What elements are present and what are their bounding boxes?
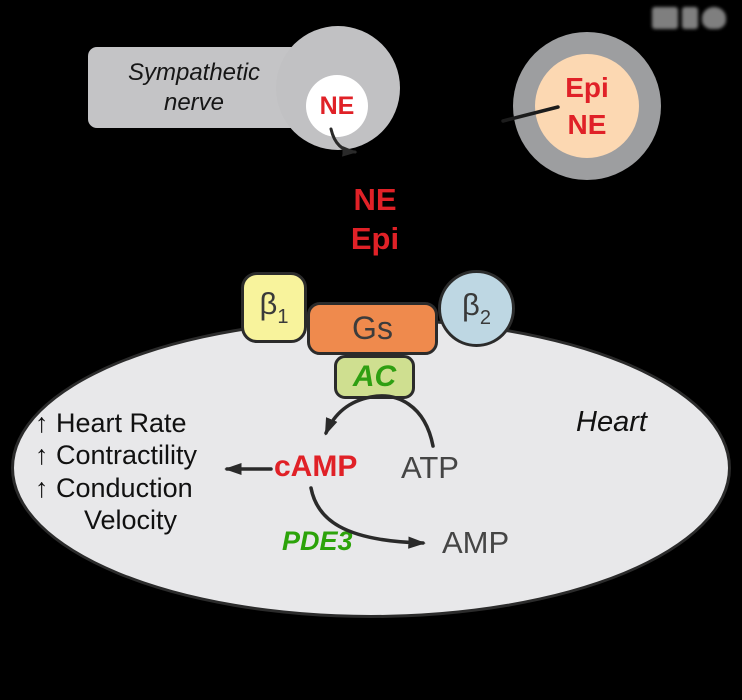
beta2-receptor: β2 (438, 270, 515, 347)
effect-contractility: ↑ Contractility (35, 440, 198, 470)
effect-heart-rate: ↑ Heart Rate (35, 408, 187, 438)
adenylyl-cyclase: AC (334, 355, 415, 399)
adrenal-vesicle-ne-label: NE (567, 108, 607, 140)
ac-label: AC (352, 360, 397, 393)
gs-protein: Gs (307, 302, 438, 355)
heart-label: Heart (576, 406, 647, 438)
sympathetic-nerve-label: Sympathetic nerve (127, 59, 261, 116)
effect-conduction-velocity: Velocity (84, 505, 178, 535)
beta1-label: β1 (259, 286, 289, 328)
watermark (652, 7, 726, 29)
effect-conduction: ↑ Conduction (35, 473, 193, 503)
amp-label: AMP (442, 525, 510, 560)
ne-vesicle-label: NE (319, 91, 355, 120)
watermark-block (702, 7, 726, 29)
camp-label: cAMP (274, 450, 358, 483)
adrenal-vesicle: Epi NE (535, 54, 639, 158)
ligand-ne-label: NE (353, 182, 397, 217)
pde3-label: PDE3 (282, 526, 353, 556)
atp-label: ATP (401, 450, 459, 485)
beta1-receptor: β1 (241, 272, 307, 343)
ne-vesicle: NE (306, 75, 368, 137)
watermark-block (652, 7, 678, 29)
sympathetic-nerve-body: Sympathetic nerve (88, 47, 300, 128)
adrenal-vesicle-epi-label: Epi (565, 71, 609, 103)
ligand-epi-label: Epi (350, 221, 400, 256)
gs-label: Gs (352, 310, 393, 346)
watermark-block (682, 7, 698, 29)
beta2-label: β2 (462, 287, 491, 329)
